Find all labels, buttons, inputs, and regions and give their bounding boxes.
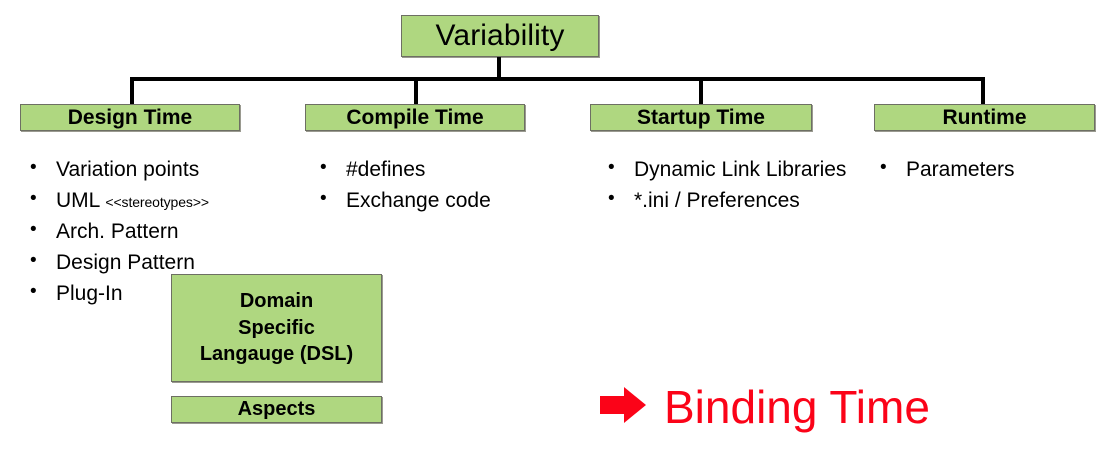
bullet-icon: • bbox=[608, 157, 615, 178]
list-item-label: Exchange code bbox=[346, 189, 491, 213]
list-item-label: #defines bbox=[346, 158, 426, 181]
list-item: • Arch. Pattern bbox=[30, 216, 290, 247]
bullet-icon: • bbox=[30, 219, 37, 241]
node-runtime[interactable]: Runtime bbox=[874, 104, 1095, 131]
node-startup-time-label: Startup Time bbox=[637, 105, 765, 129]
node-variability[interactable]: Variability bbox=[401, 15, 599, 57]
right-arrow-icon bbox=[600, 385, 648, 429]
list-item: • Parameters bbox=[880, 154, 1095, 185]
binding-time-callout: Binding Time bbox=[600, 384, 930, 430]
bullet-icon: • bbox=[880, 157, 887, 178]
list-item: • Variation points bbox=[30, 154, 290, 185]
connector-drop-compile-time bbox=[414, 77, 418, 104]
bullet-icon: • bbox=[30, 250, 37, 272]
bullet-list-compile-time: • #defines • Exchange code bbox=[320, 154, 560, 216]
node-dsl-line-3: Langauge (DSL) bbox=[199, 343, 354, 366]
list-item-label: Dynamic Link Libraries bbox=[634, 158, 847, 181]
list-item-label: *.ini / Preferences bbox=[634, 189, 800, 213]
list-item: • #defines bbox=[320, 154, 560, 185]
node-compile-time-label: Compile Time bbox=[346, 105, 484, 129]
binding-time-label: Binding Time bbox=[664, 381, 930, 433]
node-dsl-line-1: Domain bbox=[239, 290, 314, 313]
bullet-list-runtime: • Parameters bbox=[880, 154, 1095, 185]
bullet-icon: • bbox=[30, 281, 37, 303]
bullet-list-design-time: • Variation points • UML <<stereotypes>>… bbox=[30, 154, 290, 309]
node-compile-time[interactable]: Compile Time bbox=[305, 104, 525, 131]
list-item-label: Plug-In bbox=[56, 282, 123, 306]
connector-root-stem bbox=[497, 57, 501, 80]
list-item-label: Parameters bbox=[906, 158, 1015, 181]
bullet-icon: • bbox=[320, 157, 327, 178]
node-variability-label: Variability bbox=[435, 19, 565, 52]
list-item: • Dynamic Link Libraries bbox=[608, 154, 853, 185]
connector-drop-design-time bbox=[130, 77, 134, 104]
node-domain-specific-language[interactable]: Domain Specific Langauge (DSL) bbox=[171, 274, 382, 382]
node-startup-time[interactable]: Startup Time bbox=[590, 104, 812, 131]
list-item: • *.ini / Preferences bbox=[608, 185, 853, 216]
list-item-stereotype: <<stereotypes>> bbox=[105, 194, 209, 211]
list-item: • UML <<stereotypes>> bbox=[30, 185, 290, 216]
bullet-icon: • bbox=[608, 188, 615, 210]
connector-drop-runtime bbox=[981, 77, 985, 104]
list-item-label: UML <<stereotypes>> bbox=[56, 185, 290, 216]
list-item-label: Design Pattern bbox=[56, 251, 195, 275]
node-design-time-label: Design Time bbox=[67, 105, 193, 129]
bullet-list-startup-time: • Dynamic Link Libraries • *.ini / Prefe… bbox=[608, 154, 853, 216]
bullet-icon: • bbox=[320, 188, 327, 210]
node-dsl-line-2: Specific bbox=[238, 316, 315, 339]
list-item: • Plug-In bbox=[30, 278, 290, 309]
connector-horizontal-bus bbox=[130, 77, 985, 81]
list-item-text: UML bbox=[56, 189, 100, 213]
bullet-icon: • bbox=[30, 188, 37, 210]
node-aspects-label: Aspects bbox=[237, 398, 316, 421]
node-aspects[interactable]: Aspects bbox=[171, 396, 382, 423]
node-design-time[interactable]: Design Time bbox=[20, 104, 240, 131]
list-item-label: Arch. Pattern bbox=[56, 220, 179, 244]
list-item-label: Variation points bbox=[56, 158, 200, 181]
bullet-icon: • bbox=[30, 157, 37, 178]
list-item: • Design Pattern bbox=[30, 247, 290, 278]
connector-drop-startup-time bbox=[699, 77, 703, 104]
list-item: • Exchange code bbox=[320, 185, 560, 216]
node-runtime-label: Runtime bbox=[942, 105, 1027, 129]
